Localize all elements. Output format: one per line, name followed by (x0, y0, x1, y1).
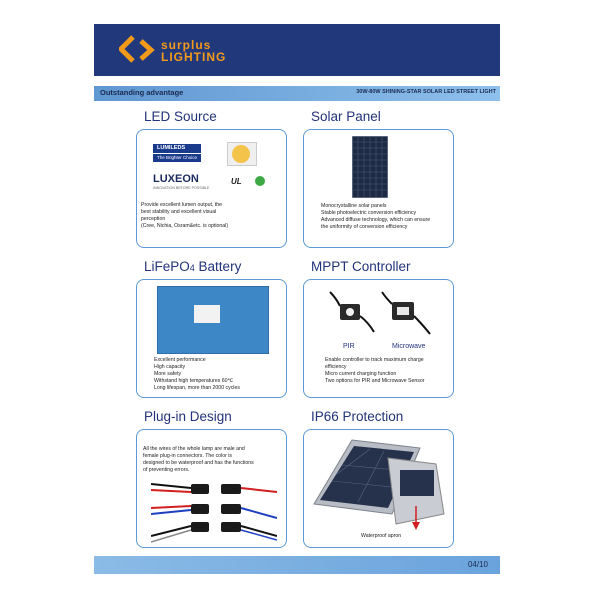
pir-label: PIR (343, 343, 355, 350)
lumileds-tagline-box: The Brighter Choice (153, 154, 201, 162)
solar-panel-image (352, 136, 388, 198)
solar-panel-card: Monocrystalline solar panels Stable phot… (303, 129, 454, 248)
solar-panel-description: Monocrystalline solar panels Stable phot… (321, 203, 431, 231)
led-source-card: LUMILEDS The Brighter Choice LUXEON INNO… (136, 129, 287, 248)
logo-text-bottom: LIGHTING (161, 50, 227, 64)
led-source-title: LED Source (144, 109, 217, 124)
battery-pack-image (157, 286, 269, 354)
battery-description: Excellent performance High capacity More… (154, 357, 240, 392)
page-number: 04/10 (467, 560, 488, 569)
logo-text-top: surplus (161, 38, 212, 52)
band-title: Outstanding advantage (100, 88, 184, 97)
led-chip-image (227, 142, 257, 166)
band-product-name: 30W-80W SHINING-STAR SOLAR LED STREET LI… (356, 89, 496, 95)
certification-badge-icon (255, 176, 265, 186)
subheader-band (94, 86, 500, 101)
solar-panel-title: Solar Panel (311, 109, 381, 124)
battery-card: Excellent performance High capacity More… (136, 279, 287, 398)
chevron-logo-icon (119, 35, 155, 63)
ip66-card: Waterproof apron (303, 429, 454, 548)
waterproof-apron-label: Waterproof apron (361, 533, 402, 539)
plugin-design-card: All the wires of the whole lamp are male… (136, 429, 287, 548)
footer-bar (94, 556, 500, 574)
connectors-image (151, 483, 277, 543)
mppt-description: Enable controller to track maximum charg… (325, 357, 425, 385)
header-bar (94, 24, 500, 76)
battery-title: LiFePO4 Battery (144, 259, 242, 274)
sensor-modules-image (329, 291, 431, 335)
ip66-title: IP66 Protection (311, 409, 404, 424)
mppt-controller-card: PIR Microwave Enable controller to track… (303, 279, 454, 398)
lumileds-logo: LUMILEDS (153, 144, 201, 153)
ul-mark: UL (231, 177, 242, 186)
led-source-description: Provide excellent lumen output, the best… (141, 202, 229, 230)
microwave-label: Microwave (392, 343, 426, 350)
plugin-description: All the wires of the whole lamp are male… (143, 446, 254, 474)
luxeon-logo: LUXEON (153, 173, 199, 185)
ip66-lamp-image (313, 439, 445, 530)
plugin-design-title: Plug-in Design (144, 409, 232, 424)
luxeon-tagline: INNOVATION BEFORE POSSIBLE (153, 186, 210, 190)
mppt-controller-title: MPPT Controller (311, 259, 411, 274)
